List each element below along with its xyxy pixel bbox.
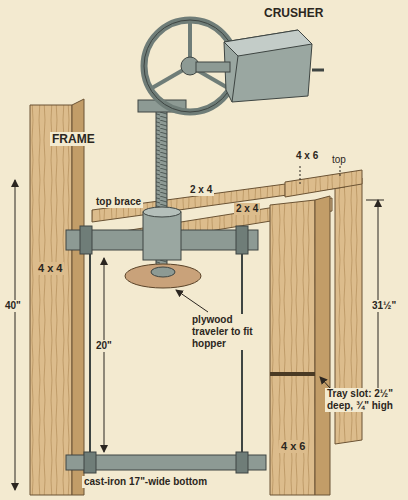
- part-label: plywood traveler to fit hopper: [190, 314, 260, 350]
- part-label: cast-iron 17"-wide bottom: [82, 476, 209, 488]
- part-title: CRUSHER: [262, 6, 325, 20]
- dimension-label: 2 x 4: [188, 184, 214, 196]
- part-label: top: [330, 154, 348, 166]
- dimension-label: 4 x 6: [294, 150, 320, 162]
- part-title: FRAME: [50, 132, 97, 146]
- dimension-label: 40": [3, 300, 23, 312]
- dimension-label: 4 x 6: [279, 440, 307, 453]
- dimension-label: 31½": [370, 300, 398, 312]
- dimension-label: 2 x 4: [234, 203, 260, 215]
- dimension-label: 20": [94, 340, 114, 352]
- note-label: Tray slot: 2½" deep, ¾" high: [325, 388, 405, 412]
- dimension-label: 4 x 4: [36, 262, 64, 275]
- part-label: top brace: [94, 196, 143, 208]
